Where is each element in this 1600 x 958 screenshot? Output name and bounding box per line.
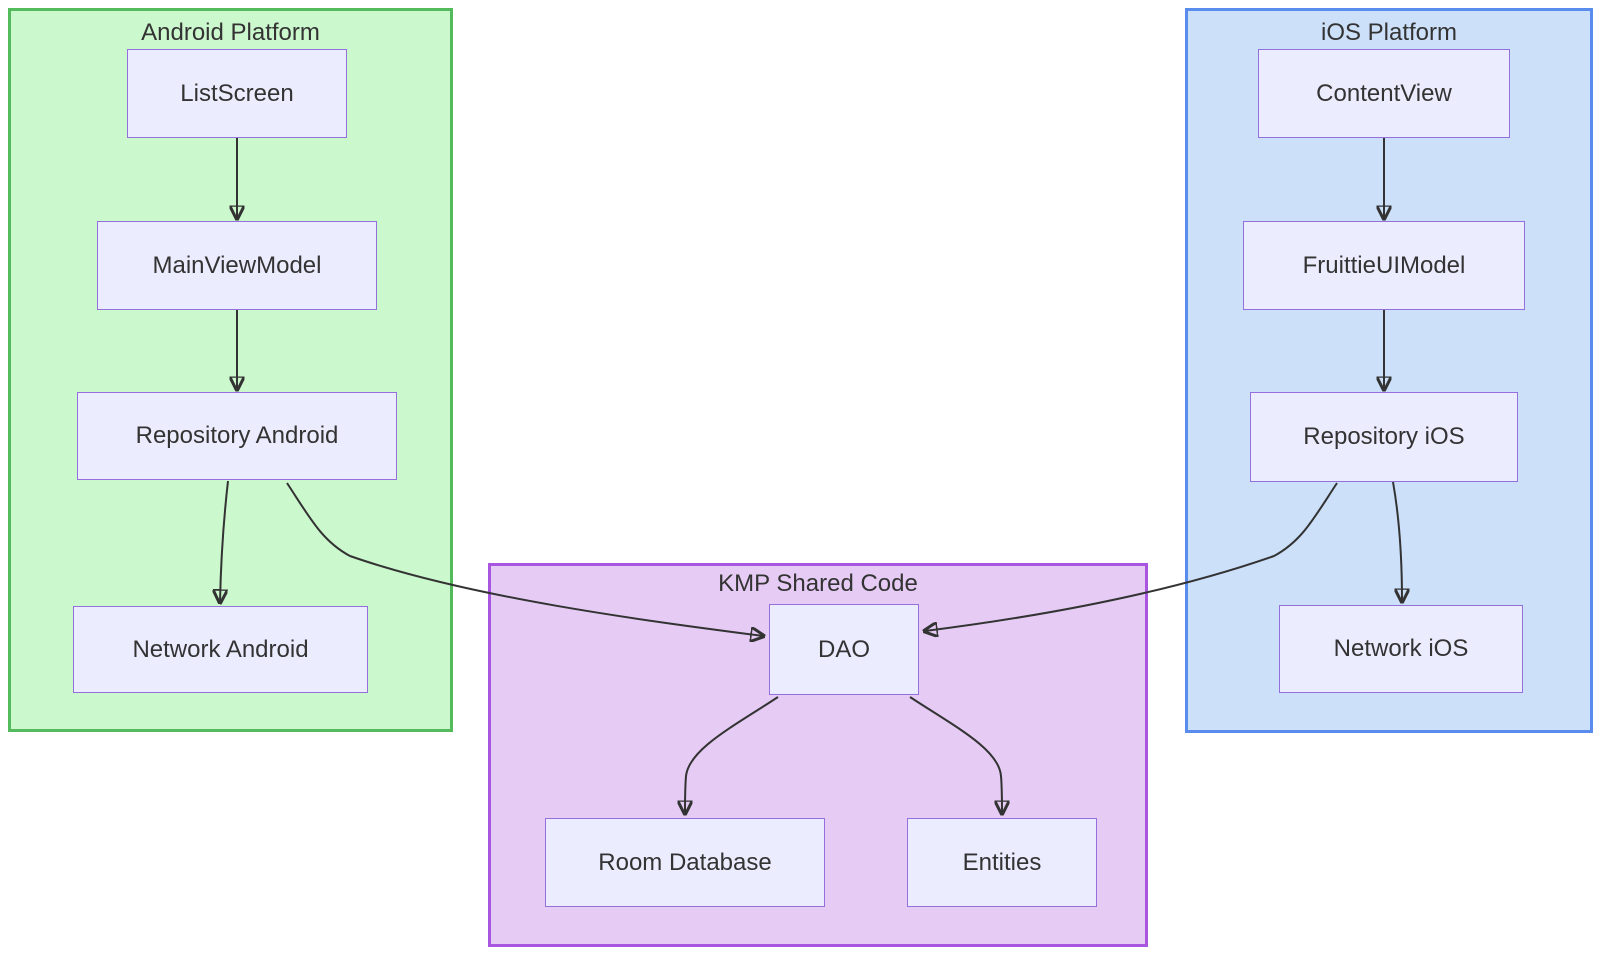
node-contentview: ContentView	[1258, 49, 1510, 138]
node-network-android: Network Android	[73, 606, 368, 693]
ios-platform-title: iOS Platform	[1320, 19, 1458, 46]
node-dao: DAO	[769, 604, 919, 695]
kmp-shared-code-title: KMP Shared Code	[718, 570, 918, 597]
node-fruittieuimodel: FruittieUIModel	[1243, 221, 1525, 310]
node-repository-android: Repository Android	[77, 392, 397, 480]
node-repository-ios: Repository iOS	[1250, 392, 1518, 482]
node-entities: Entities	[907, 818, 1097, 907]
android-platform-title: Android Platform	[141, 19, 320, 46]
node-network-ios: Network iOS	[1279, 605, 1523, 693]
node-mainviewmodel: MainViewModel	[97, 221, 377, 310]
node-room-database: Room Database	[545, 818, 825, 907]
node-listscreen: ListScreen	[127, 49, 347, 138]
